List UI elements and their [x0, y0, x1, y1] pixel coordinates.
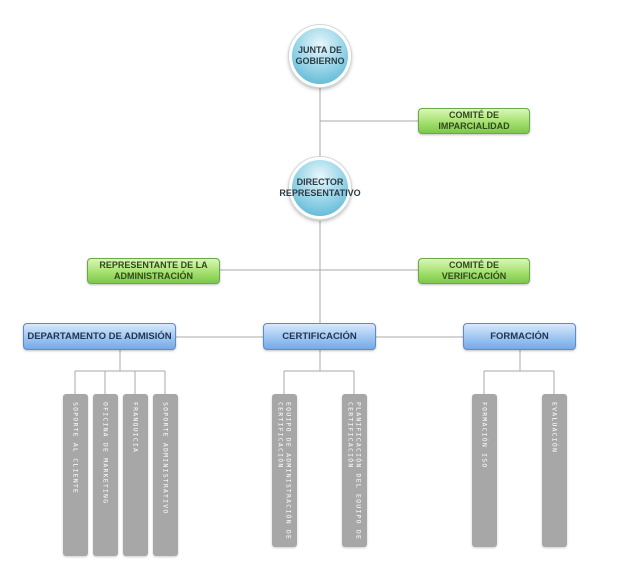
- management-representative-label: REPRESENTANTE DE LA ADMINISTRACIÓN: [99, 260, 208, 281]
- unit-certification-team-planning: PLANIFICACIÓN DEL EQUIPO DE CERTIFICACIÓ…: [342, 394, 367, 547]
- management-representative-node: REPRESENTANTE DE LA ADMINISTRACIÓN: [87, 258, 220, 284]
- governing-board-label: JUNTA DE GOBIERNO: [295, 45, 345, 66]
- unit-label: EQUIPO DE ADMINISTRACIÓN DE CERTIFICACIÓ…: [276, 402, 293, 541]
- unit-customer-support: SOPORTE AL CLIENTE: [63, 394, 88, 556]
- verification-committee-node: COMITÉ DE VERIFICACIÓN: [418, 258, 530, 284]
- verification-committee-label: COMITÉ DE VERIFICACIÓN: [441, 260, 507, 281]
- unit-administrative-support: SOPORTE ADMINISTRATIVO: [153, 394, 178, 556]
- unit-label: FORMACIÓN ISO: [480, 402, 489, 469]
- unit-label: SOPORTE ADMINISTRATIVO: [161, 402, 170, 515]
- unit-iso-training: FORMACIÓN ISO: [472, 394, 497, 547]
- unit-marketing-office: OFICINA DE MARKETING: [93, 394, 118, 556]
- admission-department-label: DEPARTAMENTO DE ADMISIÓN: [27, 331, 172, 342]
- admission-department-node: DEPARTAMENTO DE ADMISIÓN: [23, 323, 176, 350]
- unit-franchise: FRANQUICIA: [123, 394, 148, 556]
- unit-certification-admin-team: EQUIPO DE ADMINISTRACIÓN DE CERTIFICACIÓ…: [272, 394, 297, 547]
- training-department-node: FORMACIÓN: [463, 323, 576, 350]
- unit-evaluation: EVALUACIÓN: [542, 394, 567, 547]
- unit-label: OFICINA DE MARKETING: [101, 402, 110, 505]
- director-label: DIRECTOR REPRESENTATIVO: [279, 177, 361, 198]
- impartiality-committee-node: COMITÉ DE IMPARCIALIDAD: [418, 108, 530, 134]
- unit-label: SOPORTE AL CLIENTE: [71, 402, 80, 495]
- unit-label: FRANQUICIA: [131, 402, 140, 454]
- impartiality-committee-label: COMITÉ DE IMPARCIALIDAD: [438, 110, 510, 131]
- director-node: DIRECTOR REPRESENTATIVO: [279, 157, 361, 219]
- unit-label: PLANIFICACIÓN DEL EQUIPO DE CERTIFICACIÓ…: [346, 402, 363, 541]
- governing-board-node: JUNTA DE GOBIERNO: [289, 25, 351, 87]
- certification-department-node: CERTIFICACIÓN: [263, 323, 376, 350]
- certification-department-label: CERTIFICACIÓN: [282, 331, 357, 342]
- unit-label: EVALUACIÓN: [550, 402, 559, 454]
- training-department-label: FORMACIÓN: [490, 331, 549, 342]
